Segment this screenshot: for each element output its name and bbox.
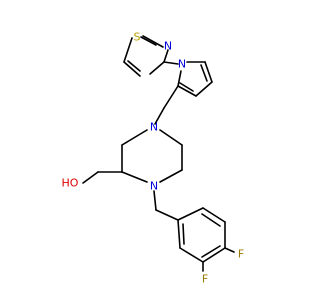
bond <box>163 49 169 63</box>
bond <box>121 129 148 146</box>
bond <box>182 223 185 245</box>
bond <box>179 247 204 263</box>
bond <box>200 64 208 82</box>
bond <box>195 81 213 97</box>
atom-label-nitrogen-pyrrole: N <box>178 58 186 71</box>
bond <box>177 207 204 221</box>
bond <box>155 209 179 221</box>
molecule-structure-canvas: S N N N N HO F F <box>62 31 245 286</box>
atom-label-nitrogen-thiazole: N <box>164 40 172 53</box>
pyrrole-ring <box>177 61 213 97</box>
bond <box>153 190 157 211</box>
bond <box>177 70 182 87</box>
bond <box>127 60 141 72</box>
bond <box>177 85 197 97</box>
bond <box>140 36 157 46</box>
atom-label-nitrogen-piperazine-top: N <box>150 121 158 134</box>
atom-label-sulfur: S <box>134 31 141 44</box>
difluorophenyl-ring <box>177 207 226 263</box>
atom-label-hydroxyl: HO <box>62 177 79 190</box>
bond <box>201 213 221 227</box>
bond <box>159 169 183 183</box>
bond <box>82 171 99 184</box>
bond <box>201 245 221 258</box>
bond <box>154 107 165 125</box>
bond <box>149 61 165 75</box>
bond <box>142 35 164 48</box>
bond <box>121 171 148 183</box>
bond <box>123 37 133 63</box>
atom-label-fluorine-lower: F <box>202 273 208 286</box>
bond <box>163 85 179 109</box>
bond <box>204 61 213 83</box>
piperazine-ring <box>121 129 183 183</box>
bond <box>177 219 181 249</box>
bond <box>123 61 141 77</box>
bond <box>159 129 183 146</box>
bond <box>202 207 226 223</box>
atom-label-fluorine-upper: F <box>238 248 244 261</box>
bond <box>224 247 235 253</box>
thiazole-ring <box>123 35 169 77</box>
atom-label-nitrogen-piperazine-bottom: N <box>150 180 158 193</box>
bond <box>163 61 179 65</box>
bond <box>202 247 226 263</box>
bond <box>179 82 194 92</box>
